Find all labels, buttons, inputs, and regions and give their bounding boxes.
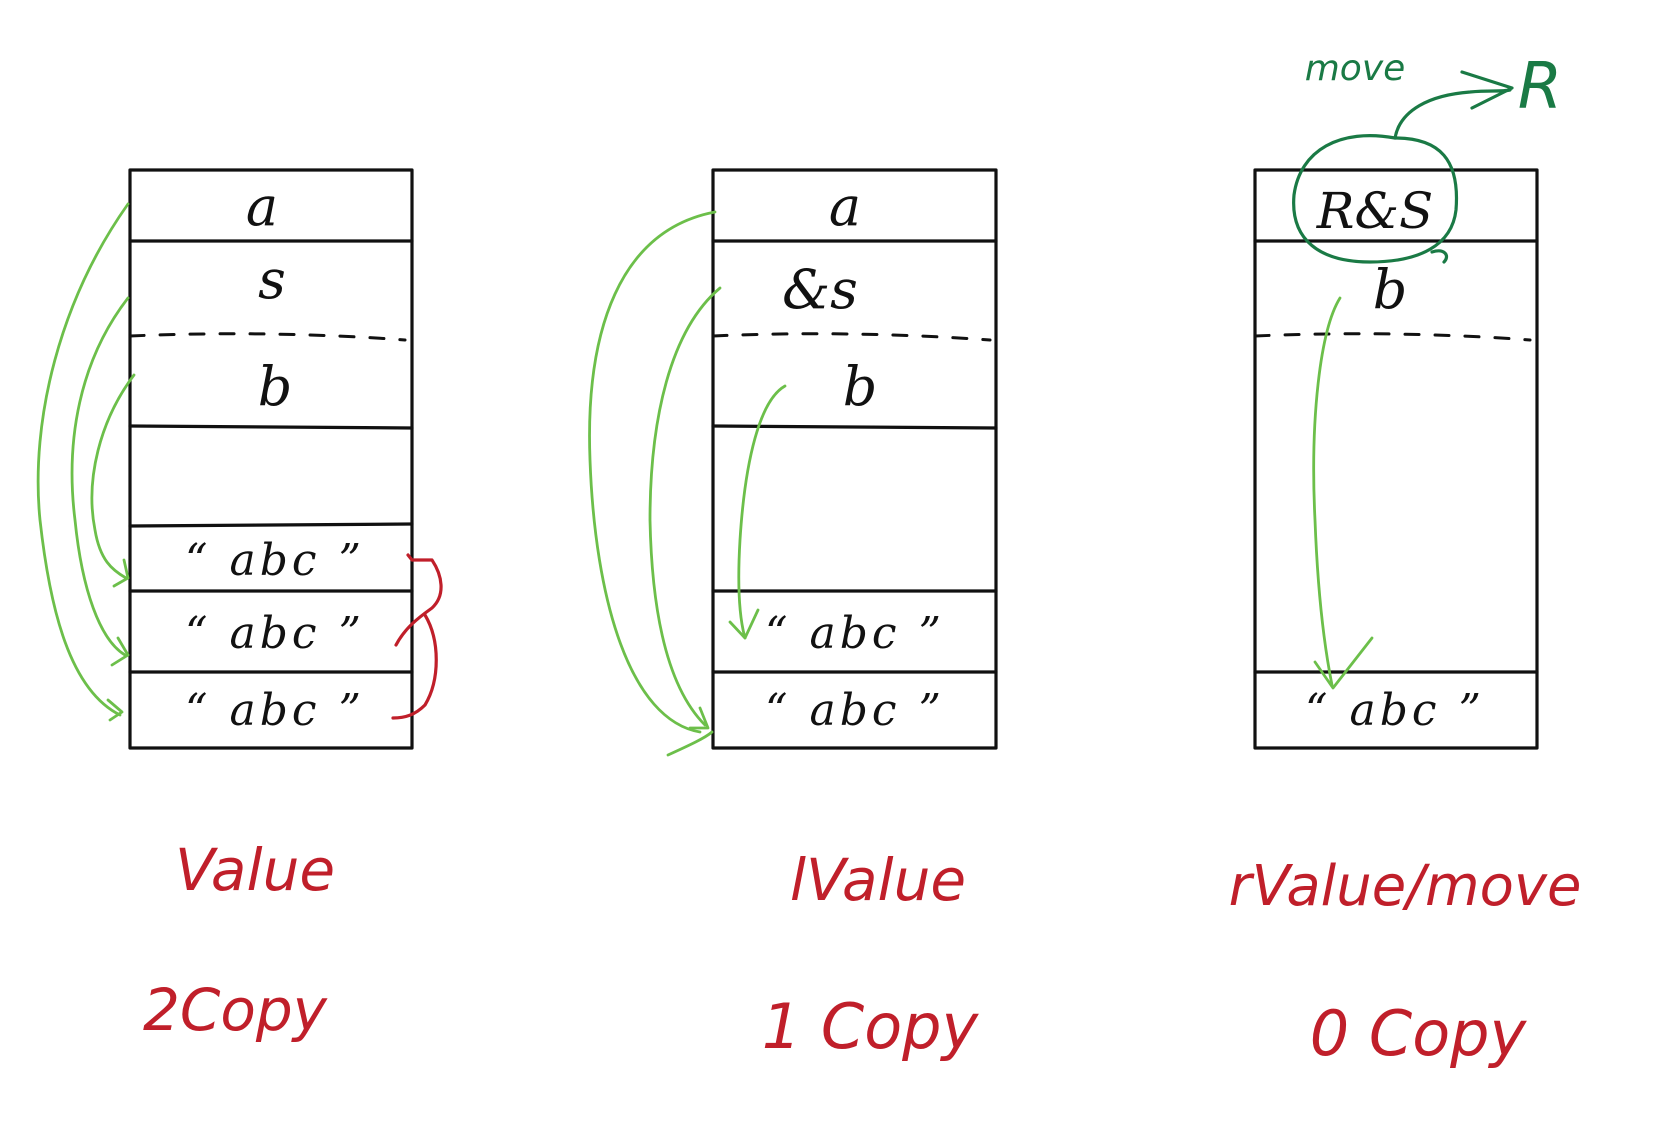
cell-ref-s: &s [782,258,858,321]
string-abc: “ abc ” [765,608,945,659]
cell-rs: R&S [1316,182,1433,240]
pointer-arrow [1312,296,1342,687]
move-target-r: R [1518,50,1562,124]
arrow-head [688,706,710,730]
copy-mark [391,613,438,720]
divider [128,424,414,430]
cell-a: a [829,175,861,238]
stack-box [128,168,414,750]
dashed-divider [128,332,407,342]
string-abc: “ abc ” [185,535,365,586]
string-abc: “ abc ” [185,608,365,659]
divider [711,424,998,430]
arrow-head [110,636,130,667]
move-arrowhead [1460,70,1514,110]
copy-count: 1 Copy [762,990,980,1063]
pointer-arrow [36,202,130,717]
cell-b: b [258,355,293,418]
move-circle [1292,134,1459,264]
copy-mark [394,553,443,647]
column-lvalue: a &s b “ abc ” “ abc ” lValue 1 Copy [588,168,998,1063]
arrow-head [106,698,124,722]
move-word: move [1305,48,1406,89]
copy-count: 2Copy [143,976,328,1044]
move-circle-tail [1430,249,1449,264]
cell-a: a [246,175,278,238]
copy-count: 0 Copy [1310,997,1528,1070]
divider [128,522,414,528]
label-value: Value [175,836,335,904]
pointer-arrow [737,384,787,640]
column-rvalue-move: R&S b “ abc ” move R rValue/move 0 Copy [1229,48,1582,1070]
arrow-head [1313,636,1374,690]
label-lvalue: lValue [790,846,966,914]
arrow-tail [666,730,714,757]
pointer-arrow [588,210,717,734]
arrow-head [112,558,130,588]
label-rvalue-move: rValue/move [1229,854,1582,919]
string-abc: “ abc ” [765,685,945,736]
pointer-arrow [90,373,136,580]
pointer-arrow [648,286,722,727]
cell-s: s [258,248,286,311]
dashed-divider [1253,332,1532,342]
stack-box [1253,168,1539,750]
stack-box [711,168,998,750]
pointer-arrow [70,296,130,657]
dashed-divider [711,332,992,342]
string-abc: “ abc ” [185,685,365,736]
string-abc: “ abc ” [1305,685,1485,736]
cell-b: b [1373,258,1408,321]
column-value: a s b “ abc ” “ abc ” “ abc ” Value 2Cop… [36,168,443,1044]
move-arrow [1393,88,1512,140]
arrow-head [728,608,760,640]
cell-b: b [843,355,878,418]
